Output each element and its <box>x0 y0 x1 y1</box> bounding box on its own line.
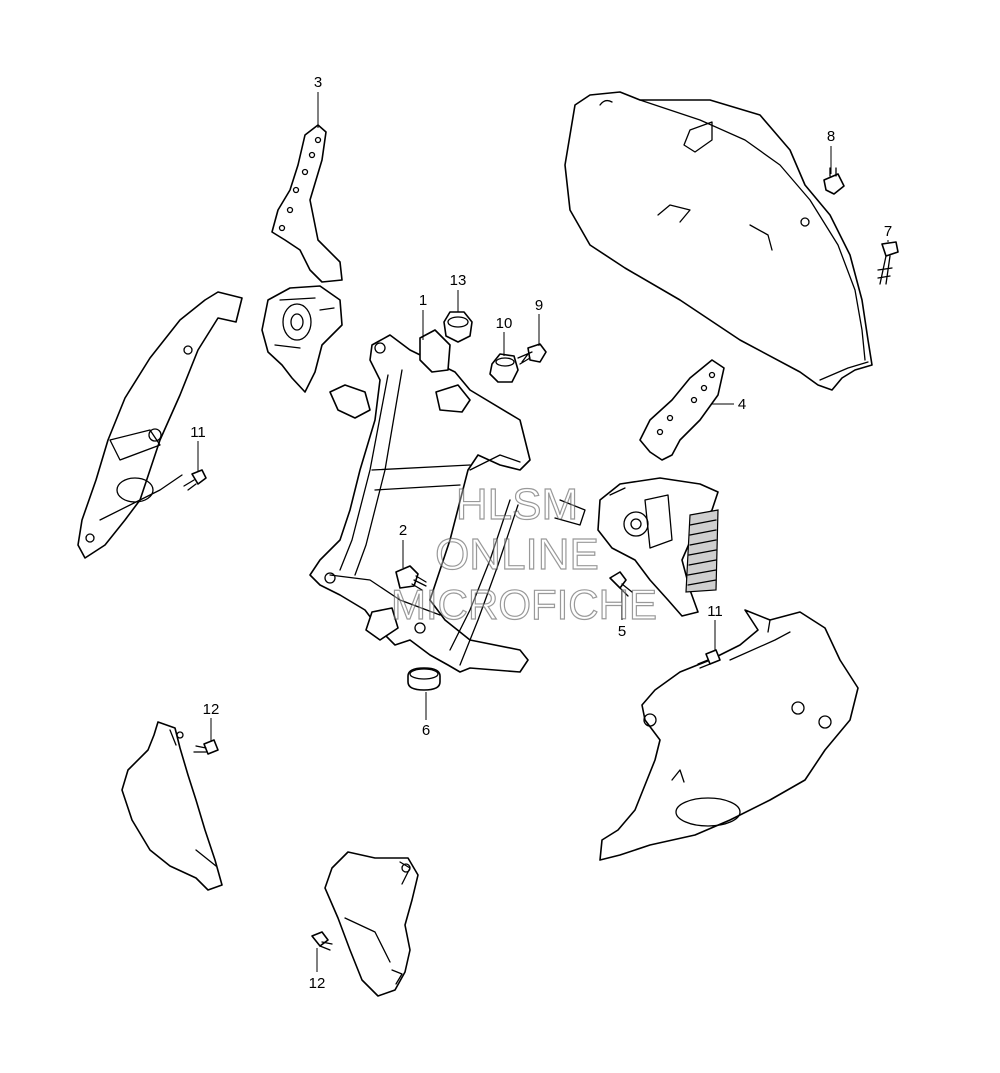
part-9-bolt[interactable] <box>517 343 547 365</box>
left-cowl-panel[interactable] <box>77 291 243 559</box>
part-13-grommet[interactable] <box>443 311 473 343</box>
part-4-right-bracket[interactable] <box>597 359 725 617</box>
part-3-left-bracket[interactable] <box>261 124 343 393</box>
part-8-push-rivet[interactable] <box>823 167 845 195</box>
lower-left-inner-panel[interactable] <box>121 721 223 891</box>
callout-6: 6 <box>422 722 430 739</box>
part-11-screw-right[interactable] <box>697 649 721 669</box>
watermark-line-3: MICROFICHE <box>391 581 657 628</box>
part-10-collar[interactable] <box>489 353 519 383</box>
upper-right-cover[interactable] <box>564 91 873 391</box>
watermark-line-1: HLSM <box>456 480 578 529</box>
callout-1: 1 <box>419 292 427 309</box>
leader-lines <box>197 92 889 972</box>
callout-13: 13 <box>450 272 467 289</box>
callout-11-left: 11 <box>190 424 206 441</box>
part-2-bolt[interactable] <box>395 565 427 591</box>
part-7-screw[interactable] <box>877 241 899 285</box>
callout-5: 5 <box>618 623 626 640</box>
lower-center-inner-panel[interactable] <box>324 851 419 997</box>
part-5-screw[interactable] <box>609 571 633 597</box>
callout-12-lower: 12 <box>309 975 326 992</box>
part-1-main-frame[interactable] <box>309 329 586 673</box>
callout-10: 10 <box>496 315 513 332</box>
callout-8: 8 <box>827 128 835 145</box>
watermark: HLSM ONLINE MICROFICHE <box>390 479 657 628</box>
callout-3: 3 <box>314 74 322 91</box>
callout-2: 2 <box>399 522 407 539</box>
lower-right-fairing[interactable] <box>599 609 859 861</box>
part-12-screw-lower[interactable] <box>311 931 333 951</box>
callout-9: 9 <box>535 297 543 314</box>
watermark-line-2: ONLINE <box>435 530 599 579</box>
part-11-screw-left[interactable] <box>183 469 207 491</box>
part-12-screw-upper[interactable] <box>193 739 219 755</box>
callout-12-upper: 12 <box>203 701 220 718</box>
part-6-grommet[interactable] <box>407 667 441 691</box>
callout-7: 7 <box>884 223 892 240</box>
callout-labels: 3 1 13 10 9 8 7 4 11 2 5 11 6 12 12 <box>190 74 892 992</box>
callout-4: 4 <box>738 396 746 413</box>
callout-11-right: 11 <box>707 603 723 620</box>
